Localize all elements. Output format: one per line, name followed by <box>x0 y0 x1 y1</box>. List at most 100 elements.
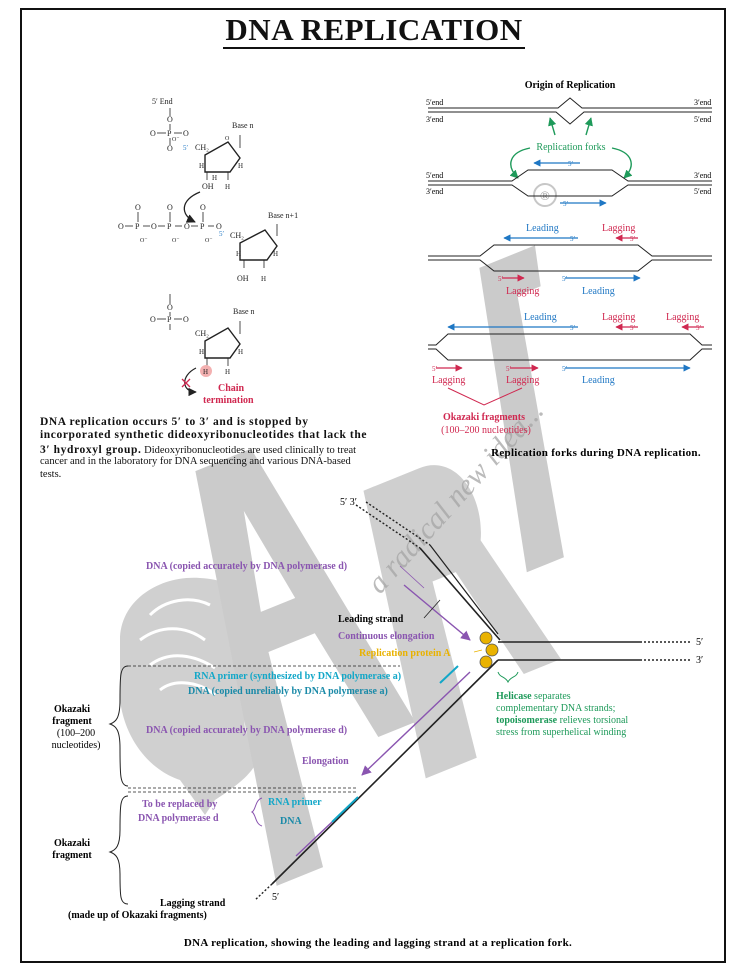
row3-leading-bottom: Leading <box>582 286 615 297</box>
row4-leading-top: Leading <box>524 312 557 323</box>
row1-five-end-left: 5′end <box>426 98 443 107</box>
okazaki-fragments-label: Okazaki fragments <box>443 412 525 423</box>
atom-o-minus: O⁻ <box>140 238 148 244</box>
forks-caption: Replication forks during DNA replication… <box>491 447 701 459</box>
dideoxy-caption-line3: 3′ hydroxyl group. Dideoxyribonucleotide… <box>40 442 356 457</box>
atom-o-minus: O⁻ <box>172 238 180 244</box>
atom-h: H <box>238 162 243 170</box>
row4-five-a: 5′ <box>570 324 576 332</box>
atom-h: H <box>225 183 230 191</box>
replication-fork-diagram: 5′ 3′ 5′ 3′ 5′ DNA (copied accurately by… <box>52 497 704 921</box>
helicase-line2: complementary DNA strands; <box>496 703 616 714</box>
fragment-label-1: fragment <box>52 716 92 727</box>
atom-h: H <box>236 250 241 258</box>
row3-five-c: 5′ <box>498 275 504 283</box>
atom-o: O <box>150 315 156 324</box>
lagging-sub-label: (made up of Okazaki fragments) <box>68 910 207 921</box>
dna-accurate-label: DNA (copied accurately by DNA polymerase… <box>146 561 347 572</box>
dna-polymerase-d-label: DNA polymerase d <box>138 813 219 824</box>
row4-lagging-top-2: Lagging <box>666 312 699 323</box>
atom-o: O <box>118 222 124 231</box>
row4-lagging-bottom-2: Lagging <box>506 375 539 386</box>
okazaki-fragment-label-1: Okazaki <box>54 704 90 715</box>
row2-five-end-left: 5′end <box>426 171 443 180</box>
dideoxy-caption-line4: cancer and in the laboratory for DNA seq… <box>40 456 351 467</box>
atom-p: P <box>135 222 140 231</box>
five-end-label: 5′ End <box>152 97 173 106</box>
continuous-elongation-label: Continuous elongation <box>338 631 435 642</box>
dna-unreliable-label: DNA (copied unreliably by DNA polymerase… <box>188 686 388 697</box>
nucleotides-label: nucleotides) <box>52 740 101 751</box>
okazaki-size-label-fork: (100–200 <box>57 728 95 739</box>
to-be-replaced-label: To be replaced by <box>142 799 217 810</box>
topo-line1: topoisomerase relieves torsional <box>496 715 628 726</box>
topo-line2: stress from superhelical winding <box>496 727 626 738</box>
row3-five-a: 5′ <box>570 235 576 243</box>
leading-strand-label: Leading strand <box>338 614 404 625</box>
row2-three-end-left: 3′end <box>426 187 443 196</box>
base-n-label: Base n <box>232 121 254 130</box>
atom-o: O <box>135 203 141 212</box>
atom-o: O <box>225 136 230 142</box>
protein-a-circle <box>479 655 493 669</box>
base-n1-label: Base n+1 <box>268 211 298 220</box>
elongation-label: Elongation <box>302 756 349 767</box>
protein-a-circle <box>485 643 499 657</box>
protein-a-circle <box>479 631 493 645</box>
dna-label: DNA <box>280 816 302 827</box>
atom-o: O <box>167 144 173 153</box>
rna-primer-synth-label: RNA primer (synthesized by DNA polymeras… <box>194 671 401 682</box>
lagging-strand-label: Lagging strand <box>160 898 226 909</box>
atom-oh: OH <box>237 274 249 283</box>
fork-right-three: 3′ <box>696 655 703 666</box>
atom-ch2: CH₂ <box>230 231 244 240</box>
atom-o: O <box>183 129 189 138</box>
fork-caption: DNA replication, showing the leading and… <box>184 937 572 949</box>
replication-protein-a-label: Replication protein A <box>359 648 451 659</box>
atom-o: O <box>167 303 173 312</box>
atom-o: O <box>167 115 173 124</box>
chain-termination-label-2: termination <box>203 395 254 406</box>
atom-o: O <box>151 222 157 231</box>
dideoxy-caption-line2: incorporated synthetic dideoxyribonucleo… <box>40 429 368 441</box>
row2-five-top: 5′ <box>568 160 574 168</box>
atom-o: O <box>216 222 222 231</box>
row2-three-end-right: 3′end <box>694 171 711 180</box>
dideoxy-caption-line1: DNA replication occurs 5′ to 3′ and is s… <box>40 416 309 428</box>
atom-o-minus: O⁻ <box>205 238 213 244</box>
atom-h: H <box>238 348 243 356</box>
atom-h: H <box>261 275 266 283</box>
row3-lagging-top: Lagging <box>602 223 635 234</box>
fork-bottom-five: 5′ <box>272 892 279 903</box>
origin-label: Origin of Replication <box>525 80 616 91</box>
row3-five-b: 5′ <box>630 235 636 243</box>
atom-h: H <box>225 368 230 376</box>
row4-five-f: 5′ <box>562 365 568 373</box>
nucleotide-structures: 5′ End O O P O O O⁻ 5′ CH₂ O Base n H H … <box>118 97 298 397</box>
row3-lagging-bottom: Lagging <box>506 286 539 297</box>
atom-h: H <box>199 348 204 356</box>
atom-h: H <box>199 162 204 170</box>
atom-o: O <box>183 315 189 324</box>
atom-h: H <box>273 250 278 258</box>
row4-five-e: 5′ <box>506 365 512 373</box>
base-n-label: Base n <box>233 307 255 316</box>
atom-o: O <box>167 203 173 212</box>
dna-accurate2-label: DNA (copied accurately by DNA polymerase… <box>146 725 347 736</box>
five-prime-label: 5′ <box>183 144 189 152</box>
atom-o: O <box>150 129 156 138</box>
row4-five-d: 5′ <box>432 365 438 373</box>
row3-leading-top: Leading <box>526 223 559 234</box>
page-title: DNA REPLICATION <box>223 12 525 49</box>
atom-o: O <box>200 203 206 212</box>
helicase-line1: Helicase separates <box>496 691 571 702</box>
atom-h: H <box>212 174 217 182</box>
row4-lagging-top-1: Lagging <box>602 312 635 323</box>
atom-ch2: CH₂ <box>195 143 209 152</box>
rna-primer-label: RNA primer <box>268 797 322 808</box>
atom-p: P <box>200 222 205 231</box>
row1-three-end-left: 3′end <box>426 115 443 124</box>
atom-p: P <box>167 315 172 324</box>
